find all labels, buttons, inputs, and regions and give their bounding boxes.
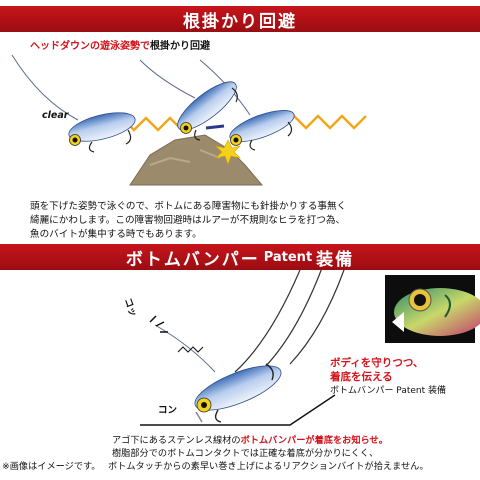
bumper-callout: ボディを守りつつ、 着底を伝える ボトムバンパー Patent 装備 <box>330 357 447 396</box>
snag-description: 頭を下げた姿勢で泳ぐので、ボトムにある障害物にも針掛かりする事無く 綺麗にかわし… <box>30 201 347 240</box>
lure-illustration <box>68 112 136 153</box>
section-banner-bottom-bumper: ボトムバンパー Patent 装備 <box>0 244 480 270</box>
bottom-floor <box>140 394 336 426</box>
snag-caption: ヘッドダウンの遊泳姿勢で根掛かり回避 <box>30 41 210 52</box>
fishing-line <box>11 54 79 121</box>
lure-illustration <box>229 110 295 151</box>
fishing-line <box>139 59 196 99</box>
impact-lines <box>149 315 168 333</box>
clear-label: clear <box>42 110 69 121</box>
motion-line <box>234 269 301 373</box>
vibration-zigzag <box>177 346 204 353</box>
section-banner-snag-avoidance: 根掛かり回避 <box>0 6 480 32</box>
impact-burst-icon <box>215 139 241 165</box>
image-note: ※画像はイメージです。 <box>2 461 101 472</box>
motion-line <box>289 269 345 365</box>
lure-illustration <box>177 81 238 141</box>
rock-texture <box>149 149 221 166</box>
fishing-line <box>154 324 216 373</box>
lure-illustration <box>194 363 282 423</box>
zigzag-path <box>281 114 367 130</box>
bumper-description: アゴ下にあるステンレス線材のボトムバンパーが着底をお知らせ。 樹脂部分でのボトム… <box>108 435 429 472</box>
bumper-closeup-image <box>385 275 480 343</box>
motion-line <box>261 267 323 371</box>
section-title: 根掛かり回避 <box>183 11 297 32</box>
rock-obstacle <box>129 134 264 186</box>
sfx-kon-label: コン <box>158 405 178 416</box>
